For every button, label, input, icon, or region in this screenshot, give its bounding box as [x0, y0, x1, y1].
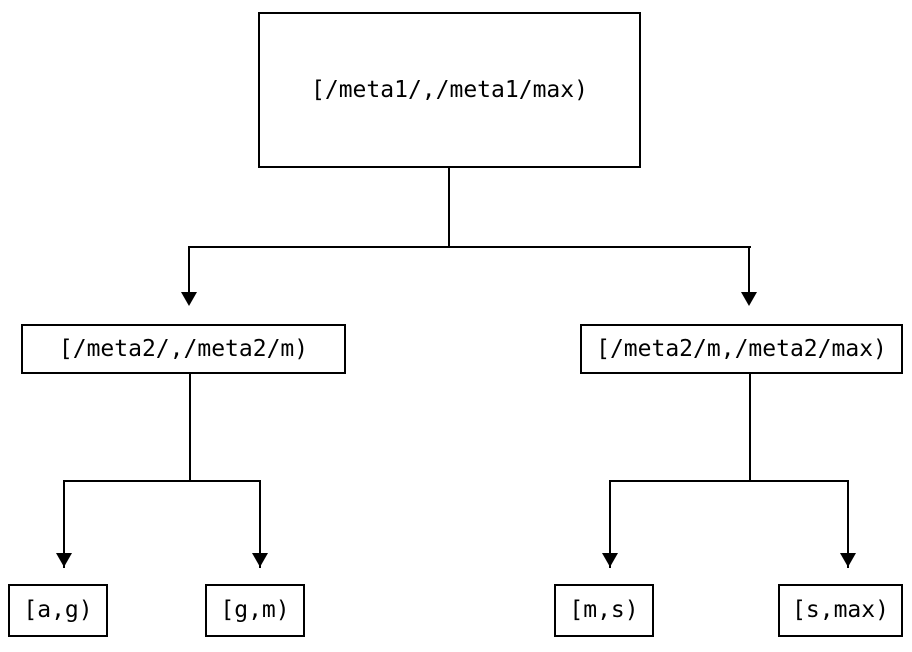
- edge-root-bar: [189, 246, 751, 248]
- edge-mid-left-bar: [64, 480, 261, 482]
- node-mid-right[interactable]: [/meta2/m,/meta2/max): [580, 324, 903, 374]
- edge-root-to-mid-left: [188, 246, 190, 293]
- edge-root-stem: [448, 167, 450, 247]
- node-root[interactable]: [/meta1/,/meta1/max): [258, 12, 641, 168]
- arrowhead-leaf-3-icon: [602, 553, 618, 567]
- node-mid-right-label: [/meta2/m,/meta2/max): [596, 335, 887, 362]
- edge-mid-right-bar: [610, 480, 849, 482]
- arrowhead-root-to-mid-left-icon: [181, 292, 197, 306]
- node-leaf-4-label: [s,max): [792, 597, 889, 623]
- arrowhead-leaf-1-icon: [56, 553, 72, 567]
- node-leaf-2-label: [g,m): [220, 597, 290, 623]
- arrowhead-leaf-2-icon: [252, 553, 268, 567]
- edge-mid-right-to-leaf-3: [609, 480, 611, 568]
- edge-mid-right-stem: [749, 374, 751, 481]
- edge-mid-left-stem: [189, 374, 191, 481]
- node-leaf-3-label: [m,s): [569, 597, 639, 623]
- edge-mid-right-to-leaf-4: [847, 480, 849, 568]
- node-mid-left-label: [/meta2/,/meta2/m): [58, 335, 309, 362]
- node-leaf-4[interactable]: [s,max): [778, 584, 903, 637]
- arrowhead-leaf-4-icon: [840, 553, 856, 567]
- node-mid-left[interactable]: [/meta2/,/meta2/m): [21, 324, 346, 374]
- arrowhead-root-to-mid-right-icon: [741, 292, 757, 306]
- edge-root-to-mid-right: [748, 246, 750, 293]
- node-root-label: [/meta1/,/meta1/max): [311, 76, 588, 103]
- edge-mid-left-to-leaf-1: [63, 480, 65, 568]
- node-leaf-1-label: [a,g): [23, 597, 93, 623]
- node-leaf-1[interactable]: [a,g): [8, 584, 108, 637]
- node-leaf-2[interactable]: [g,m): [205, 584, 305, 637]
- node-leaf-3[interactable]: [m,s): [554, 584, 654, 637]
- edge-mid-left-to-leaf-2: [259, 480, 261, 568]
